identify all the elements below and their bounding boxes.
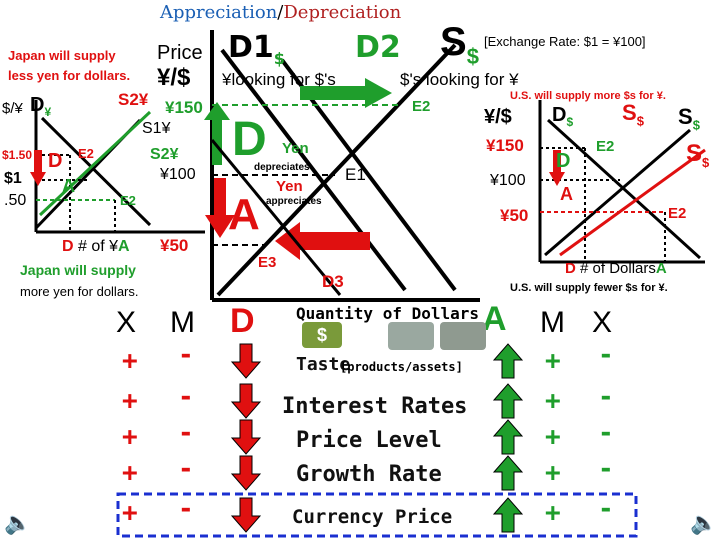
speaker-icon-left[interactable]: 🔈 [4,510,31,536]
speaker-icon-right[interactable]: 🔈 [690,510,717,536]
